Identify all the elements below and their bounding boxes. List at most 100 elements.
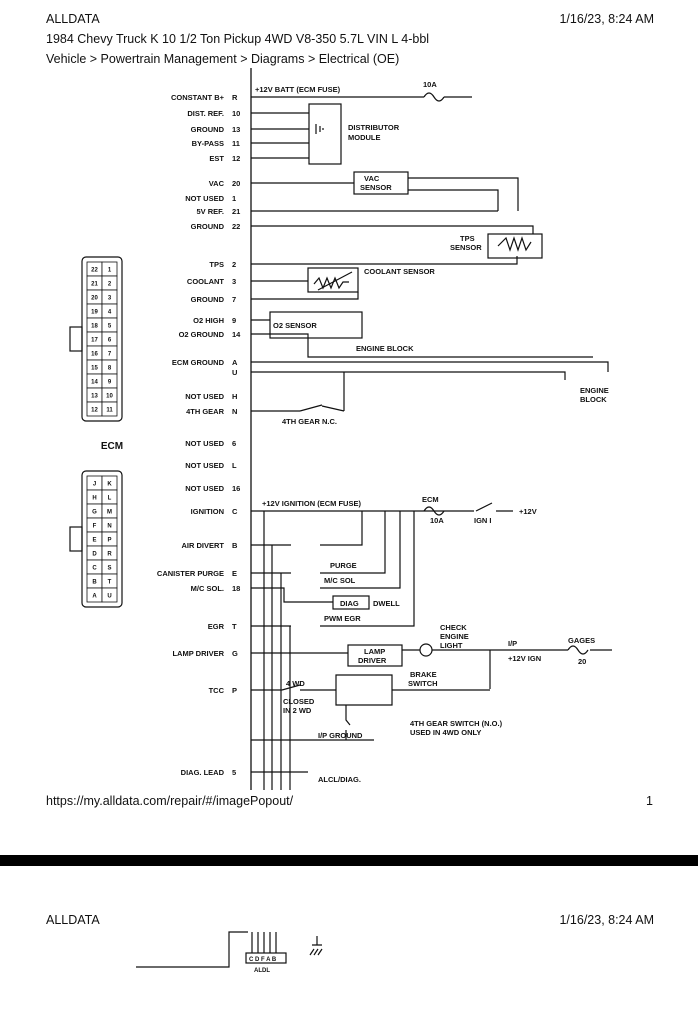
connector-cell-label: E	[92, 538, 96, 544]
footer-page-number: 1	[646, 794, 653, 808]
label-diag: DIAG	[340, 599, 359, 608]
connector-cell-label: C	[92, 566, 97, 572]
label-engine-block-2b: BLOCK	[580, 395, 607, 404]
document-page-1: ALLDATA 1/16/23, 8:24 AM 1984 Chevy Truc…	[0, 0, 698, 855]
label-closed-2: IN 2 WD	[283, 706, 312, 715]
connector-cell-label: 19	[91, 310, 98, 316]
label-engine-block-2a: ENGINE	[580, 386, 609, 395]
connector-cell	[101, 587, 118, 603]
ecm-pin-label: DIAG. LEAD	[181, 768, 225, 777]
label-engine-block-1: ENGINE BLOCK	[356, 344, 414, 353]
label-ip: I/P	[508, 639, 517, 648]
ecm-pin-number: E	[232, 569, 237, 578]
ecm-pin-label: EST	[209, 154, 224, 163]
label-ip-12v: +12V IGN	[508, 654, 541, 663]
connector-cell-label: 16	[91, 352, 98, 358]
connector-cell-label: D	[92, 552, 97, 558]
ecm-pin-label: BY-PASS	[192, 139, 224, 148]
connector-cell-label: 20	[91, 296, 98, 302]
connector-cell-label: H	[92, 496, 96, 502]
aldl-pins: C D F A B	[249, 957, 277, 963]
ecm-pin-number: 11	[232, 139, 240, 148]
ecm-pin-number: 22	[232, 222, 240, 231]
connector-cell-label: 14	[91, 380, 98, 386]
label-vac-1: VAC	[364, 174, 380, 183]
label-dwell: DWELL	[373, 599, 400, 608]
ecm-pin-number: 3	[232, 277, 236, 286]
connector-cell-label: 6	[108, 338, 112, 344]
ecm-pin-label: NOT USED	[185, 194, 224, 203]
label-gear-nc: 4TH GEAR N.C.	[282, 417, 337, 426]
label-light: LIGHT	[440, 641, 463, 650]
label-alcl: ALCL/DIAG.	[318, 775, 361, 784]
ecm-pin-label: M/C SOL.	[191, 584, 224, 593]
label-ign-i: IGN I	[474, 516, 492, 525]
connector-cell-label: A	[92, 594, 97, 600]
label-gear-sw-2: USED IN 4WD ONLY	[410, 728, 481, 737]
connector-cell-label: M	[107, 510, 112, 516]
label-closed-1: CLOSED	[283, 697, 315, 706]
ecm-pin-label: GROUND	[191, 125, 225, 134]
connector-cell-label: 15	[91, 366, 98, 372]
ecm-pin-label: CANISTER PURGE	[157, 569, 224, 578]
label-tps-1: TPS	[460, 234, 475, 243]
ecm-pin-label: IGNITION	[191, 507, 224, 516]
connector-cell-label: 9	[108, 380, 112, 386]
diagram-labels: +12V BATT (ECM FUSE) 10A DISTRIBUTOR MOD…	[255, 80, 609, 784]
header-app-name-2: ALLDATA	[46, 913, 100, 927]
label-12v: +12V	[519, 507, 537, 516]
aldl-label: ALDL	[254, 968, 270, 974]
label-10a: 10A	[430, 516, 444, 525]
connector-cell-label: G	[92, 510, 97, 516]
connector-cell-label: T	[108, 580, 112, 586]
connector-cell-label: 2	[108, 282, 112, 288]
connector-cell-label: 4	[108, 310, 112, 316]
connector-cell-label: F	[93, 524, 97, 530]
label-coolant: COOLANT SENSOR	[364, 267, 435, 276]
label-module: MODULE	[348, 133, 381, 142]
connector-cell-label: 22	[91, 268, 98, 274]
ecm-pin-label: NOT USED	[185, 484, 224, 493]
ecm-pin-number: H	[232, 392, 237, 401]
document-page-2: ALLDATA 1/16/23, 8:24 AM C D F A B ALDL	[0, 866, 698, 1024]
ecm-pin-number: 16	[232, 484, 240, 493]
ecm-pin-label: EGR	[208, 622, 225, 631]
label-o2: O2 SENSOR	[273, 321, 317, 330]
ecm-pin-number: 12	[232, 154, 240, 163]
ecm-pin-label: CONSTANT B+	[171, 93, 225, 102]
ecm-pin-label: O2 HIGH	[193, 316, 224, 325]
label-lamp: LAMP	[364, 647, 385, 656]
ecm-pin-number: P	[232, 686, 237, 695]
vehicle-title: 1984 Chevy Truck K 10 1/2 Ton Pickup 4WD…	[46, 32, 430, 46]
connector-cell-label: 13	[91, 394, 98, 400]
ecm-pin-number: 18	[232, 584, 240, 593]
connector-cell-label: P	[107, 538, 111, 544]
ecm-pin-label: COOLANT	[187, 277, 224, 286]
wiring	[251, 92, 612, 790]
ecm-pin-number: N	[232, 407, 237, 416]
ecm-pin-number: 9	[232, 316, 236, 325]
ecm-pin-number: 5	[232, 768, 236, 777]
label-gages-20: 20	[578, 657, 586, 666]
label-fuse-top: 10A	[423, 80, 437, 89]
label-vac-2: SENSOR	[360, 183, 392, 192]
connector-tab	[69, 526, 83, 552]
ecm-pin-number: B	[232, 541, 238, 550]
ecm-pin-number: 14	[232, 330, 241, 339]
connector-cell-label: 11	[106, 408, 113, 414]
ecm-pin-number: 7	[232, 295, 236, 304]
connector-cell-label: 17	[91, 338, 98, 344]
label-ip-ground: I/P GROUND	[318, 731, 363, 740]
label-mc-sol: M/C SOL	[324, 576, 356, 585]
label-4wd: 4 WD	[286, 679, 305, 688]
connector-cell-label: 1	[108, 268, 112, 274]
ecm-pin-number: 13	[232, 125, 240, 134]
connector-cell-label: J	[93, 482, 96, 488]
ecm-pin-number: A	[232, 358, 238, 367]
connector-cell-label: 3	[108, 296, 112, 302]
connector-cell-label: N	[107, 524, 111, 530]
connector-cell-label: 21	[91, 282, 98, 288]
